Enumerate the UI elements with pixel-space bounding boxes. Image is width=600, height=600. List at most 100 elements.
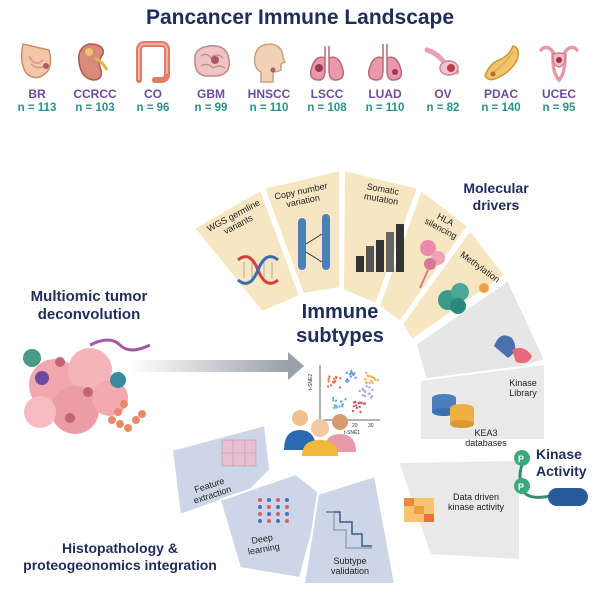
- segment-label-line: Library: [509, 388, 537, 399]
- tissue-tiles-icon: [221, 439, 257, 467]
- histopathology-ring: [170, 423, 397, 585]
- network-node: [285, 512, 289, 516]
- brain-organ-icon: [194, 45, 230, 77]
- segment-label-line: Kinase: [509, 378, 537, 388]
- tsne-point: [371, 375, 374, 379]
- heatmap-icon: [404, 498, 434, 522]
- tsne-point: [332, 396, 335, 400]
- label-line: drivers: [472, 196, 520, 213]
- survival-curve-icon: [326, 511, 372, 549]
- network-node: [258, 505, 262, 509]
- cancer-name: GBM: [197, 87, 225, 101]
- segment-label: Kinase Library: [498, 378, 548, 399]
- network-node: [276, 519, 280, 523]
- tsne-point: [355, 406, 359, 410]
- tsne-point: [327, 377, 330, 381]
- methylation-protein-icon: [438, 283, 489, 314]
- mutation-blocks-icon: [356, 224, 404, 272]
- label-line: proteogeonomics integration: [23, 556, 217, 573]
- head-neck-organ-icon: [253, 43, 287, 83]
- tsne-ylabel: t-SNE2: [308, 374, 314, 390]
- tsne-point: [344, 398, 347, 401]
- tsne-point: [331, 399, 335, 402]
- segment-label-line: validation: [330, 566, 370, 577]
- tsne-point: [333, 406, 336, 410]
- tsne-point: [344, 379, 348, 383]
- flow-arrow-head: [288, 352, 304, 380]
- segment-label-line: Data driven: [452, 492, 500, 502]
- sample-count: n = 95: [542, 102, 576, 114]
- network-node: [276, 498, 280, 502]
- cancer-gbm: GBM n = 99: [184, 40, 238, 114]
- tsne-point: [341, 403, 345, 406]
- cancer-name: CCRCC: [73, 87, 117, 101]
- tsne-point: [365, 381, 368, 384]
- tsne-point: [345, 371, 349, 374]
- segment-label-line: databases: [465, 438, 507, 449]
- network-node: [267, 512, 271, 516]
- network-node: [258, 498, 262, 502]
- cancer-ucec: UCEC n = 95: [532, 40, 586, 114]
- tsne-point: [364, 390, 367, 393]
- ovary-organ-icon: [424, 47, 460, 76]
- sample-count: n = 103: [75, 102, 115, 114]
- tsne-point: [368, 382, 371, 385]
- tsne-point: [358, 405, 361, 409]
- segment-label: Data driven kinase activity: [436, 492, 516, 513]
- segment-data-driven: [396, 458, 521, 562]
- tsne-point: [327, 380, 330, 383]
- tsne-point: [361, 394, 364, 397]
- tsne-point: [358, 389, 361, 393]
- network-node: [258, 519, 262, 523]
- tsne-point: [334, 399, 338, 402]
- lung-organ-icon: [367, 44, 403, 81]
- tsne-point: [335, 376, 338, 380]
- tsne-point: [332, 377, 336, 380]
- network-node: [285, 519, 289, 523]
- cancer-ccrcc: CCRCC n = 103: [68, 40, 122, 114]
- label-line: Activity: [536, 462, 587, 479]
- tsne-point: [352, 373, 355, 376]
- kidney-organ-icon: [77, 43, 109, 81]
- tsne-point: [349, 375, 353, 378]
- breast-organ-icon: [20, 43, 52, 79]
- tsne-point: [355, 404, 358, 407]
- kinase-library-icon: [494, 335, 532, 364]
- tsne-point: [360, 401, 363, 405]
- network-node: [285, 505, 289, 509]
- tsne-point: [339, 377, 342, 380]
- molecular-drivers-label: Molecular drivers: [446, 180, 546, 214]
- network-node: [267, 519, 271, 523]
- phospho-marker: P: [518, 454, 524, 464]
- tsne-point: [338, 405, 341, 408]
- segment-label-line: kinase activity: [447, 502, 505, 513]
- label-line: Multiomic tumor: [30, 288, 148, 305]
- tsne-point: [370, 379, 373, 383]
- cancer-name: OV: [434, 87, 452, 101]
- tsne-point: [365, 371, 368, 374]
- tsne-point: [348, 373, 352, 376]
- tsne-xlabel: t-SNE1: [344, 430, 360, 436]
- flow-arrow: [130, 360, 290, 372]
- cancer-name: PDAC: [483, 87, 518, 101]
- tsne-point: [333, 380, 336, 383]
- cancer-br: BR n = 113: [10, 40, 64, 114]
- cancer-name: HNSCC: [247, 87, 291, 101]
- tsne-point: [359, 410, 362, 414]
- uterus-organ-icon: [539, 45, 579, 83]
- tsne-point: [351, 409, 355, 413]
- tsne-point: [365, 385, 368, 388]
- tsne-point: [326, 385, 330, 388]
- segment-label-line: Subtype: [333, 556, 367, 566]
- network-node: [258, 512, 262, 516]
- cancer-name: UCEC: [541, 87, 576, 101]
- tsne-point: [373, 376, 376, 380]
- sample-count: n = 96: [136, 102, 170, 114]
- tsne-point: [341, 405, 344, 408]
- hla-protein-icon: [419, 240, 445, 289]
- cancer-ov: OV n = 82: [416, 40, 470, 114]
- pancreas-organ-icon: [484, 45, 520, 81]
- neural-network-icon: [258, 498, 289, 523]
